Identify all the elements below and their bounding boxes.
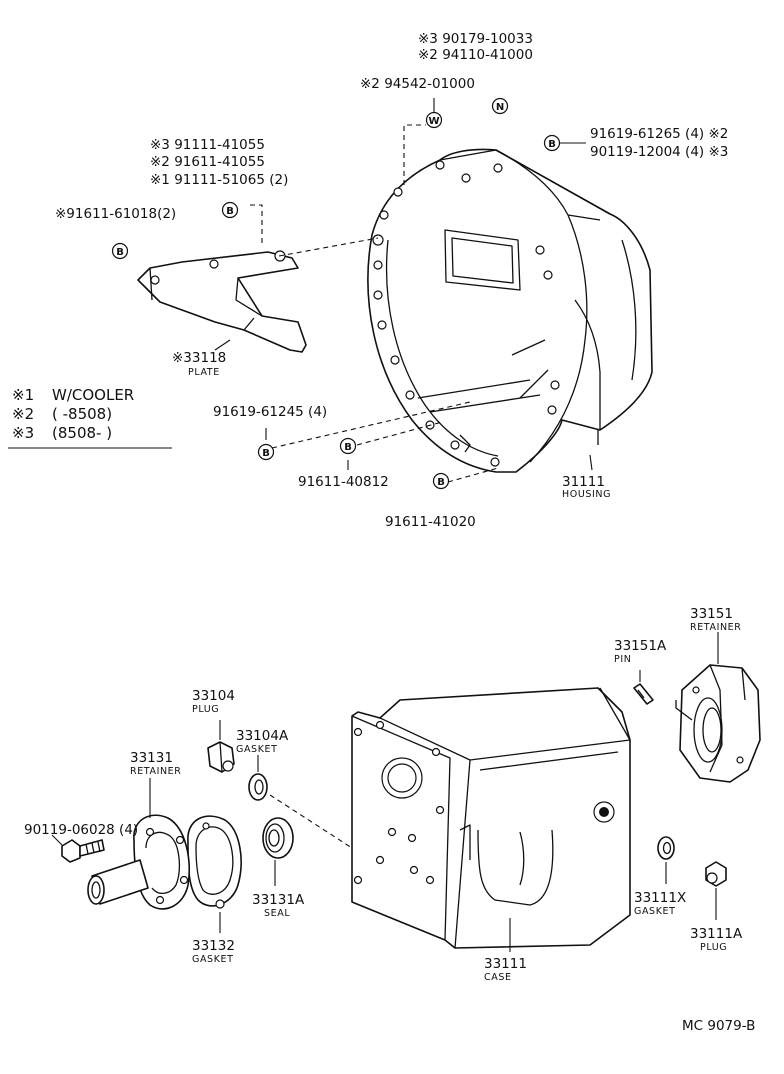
- svg-text:B: B: [116, 247, 124, 258]
- label-33131: 33131: [130, 750, 173, 766]
- label-pin: PIN: [614, 654, 631, 665]
- retainer-33151: [675, 664, 761, 783]
- symbol-b-housing-right: B: [543, 134, 561, 152]
- label-33111x: 33111X: [634, 890, 686, 906]
- label-retainer-33131: RETAINER: [130, 766, 181, 777]
- lower-leader-lines: [51, 632, 719, 952]
- label-91619-61245: 91619-61245 (4): [213, 404, 327, 420]
- legend: ※1 W/COOLER ※2 ( -8508) ※3 (8508- ): [8, 386, 172, 449]
- plug-33111a: [705, 861, 727, 887]
- label-housing: HOUSING: [562, 489, 611, 500]
- symbol-b-plate-left: B: [111, 242, 129, 260]
- gasket-33111x: [657, 836, 675, 860]
- symbol-n-nut: N: [491, 97, 509, 115]
- label-33118: ※33118: [172, 350, 226, 366]
- transmission-case-33111: [351, 687, 631, 949]
- symbol-b-91619-61245: B: [257, 443, 275, 461]
- label-plug-33111a: PLUG: [700, 942, 727, 953]
- label-33131a: 33131A: [252, 892, 305, 908]
- label-retainer-33151: RETAINER: [690, 622, 741, 633]
- plug-33104: [207, 741, 235, 773]
- label-91611-61018: ※91611-61018(2): [55, 206, 176, 222]
- legend-mark-2: ※2: [12, 405, 34, 423]
- label-91611-40812: 91611-40812: [298, 474, 389, 490]
- gasket-33104a: [248, 773, 268, 801]
- label-gasket-33132: GASKET: [192, 954, 234, 965]
- label-gasket-33111x: GASKET: [634, 906, 676, 917]
- label-90179-10033: ※3 90179-10033: [418, 31, 533, 47]
- label-33151a: 33151A: [614, 638, 667, 654]
- symbol-b-plate-bolt: B: [221, 201, 239, 219]
- label-seal: SEAL: [264, 908, 290, 919]
- label-gasket-33104a: GASKET: [236, 744, 278, 755]
- clutch-housing-31111: [367, 148, 653, 473]
- seal-33131a: [262, 817, 294, 859]
- legend-mark-3: ※3: [12, 424, 34, 442]
- label-33151: 33151: [690, 606, 733, 622]
- label-91611-41055: ※2 91611-41055: [150, 154, 265, 170]
- svg-text:N: N: [496, 102, 504, 113]
- svg-text:B: B: [437, 477, 445, 488]
- label-33111: 33111: [484, 956, 527, 972]
- symbol-b-91611-40812: B: [339, 437, 357, 455]
- retainer-33131: [87, 814, 190, 910]
- legend-text-2: ( -8508): [52, 405, 112, 423]
- gasket-33132: [187, 815, 242, 909]
- label-33104: 33104: [192, 688, 235, 704]
- label-90119-12004: 90119-12004 (4) ※3: [590, 144, 728, 160]
- label-33132: 33132: [192, 938, 235, 954]
- label-33104a: 33104A: [236, 728, 289, 744]
- label-33111a: 33111A: [690, 926, 743, 942]
- svg-text:B: B: [548, 139, 556, 150]
- legend-text-1: W/COOLER: [52, 386, 134, 404]
- bolt-90119-06028: [61, 839, 105, 863]
- label-case: CASE: [484, 972, 512, 983]
- symbol-w-washer: W: [425, 111, 443, 129]
- label-plate: PLATE: [188, 367, 220, 378]
- diagram-code: MC 9079-B: [682, 1018, 755, 1034]
- label-94542-01000: ※2 94542-01000: [360, 76, 475, 92]
- svg-text:B: B: [226, 206, 234, 217]
- svg-text:B: B: [262, 448, 270, 459]
- symbol-b-91611-41020: B: [432, 472, 450, 490]
- label-94110-41000: ※2 94110-41000: [418, 47, 533, 63]
- svg-text:B: B: [344, 442, 352, 453]
- svg-text:W: W: [428, 116, 439, 127]
- label-91619-61265: 91619-61265 (4) ※2: [590, 126, 728, 142]
- plate-33118: [137, 250, 307, 353]
- label-91611-41020: 91611-41020: [385, 514, 476, 530]
- label-91111-51065: ※1 91111-51065 (2): [150, 172, 288, 188]
- label-31111: 31111: [562, 474, 605, 490]
- legend-mark-1: ※1: [12, 386, 34, 404]
- label-91111-41055: ※3 91111-41055: [150, 137, 265, 153]
- pin-33151a: [633, 683, 654, 705]
- legend-text-3: (8508- ): [52, 424, 112, 442]
- label-90119-06028: 90119-06028 (4): [24, 822, 138, 838]
- label-plug-33104: PLUG: [192, 704, 219, 715]
